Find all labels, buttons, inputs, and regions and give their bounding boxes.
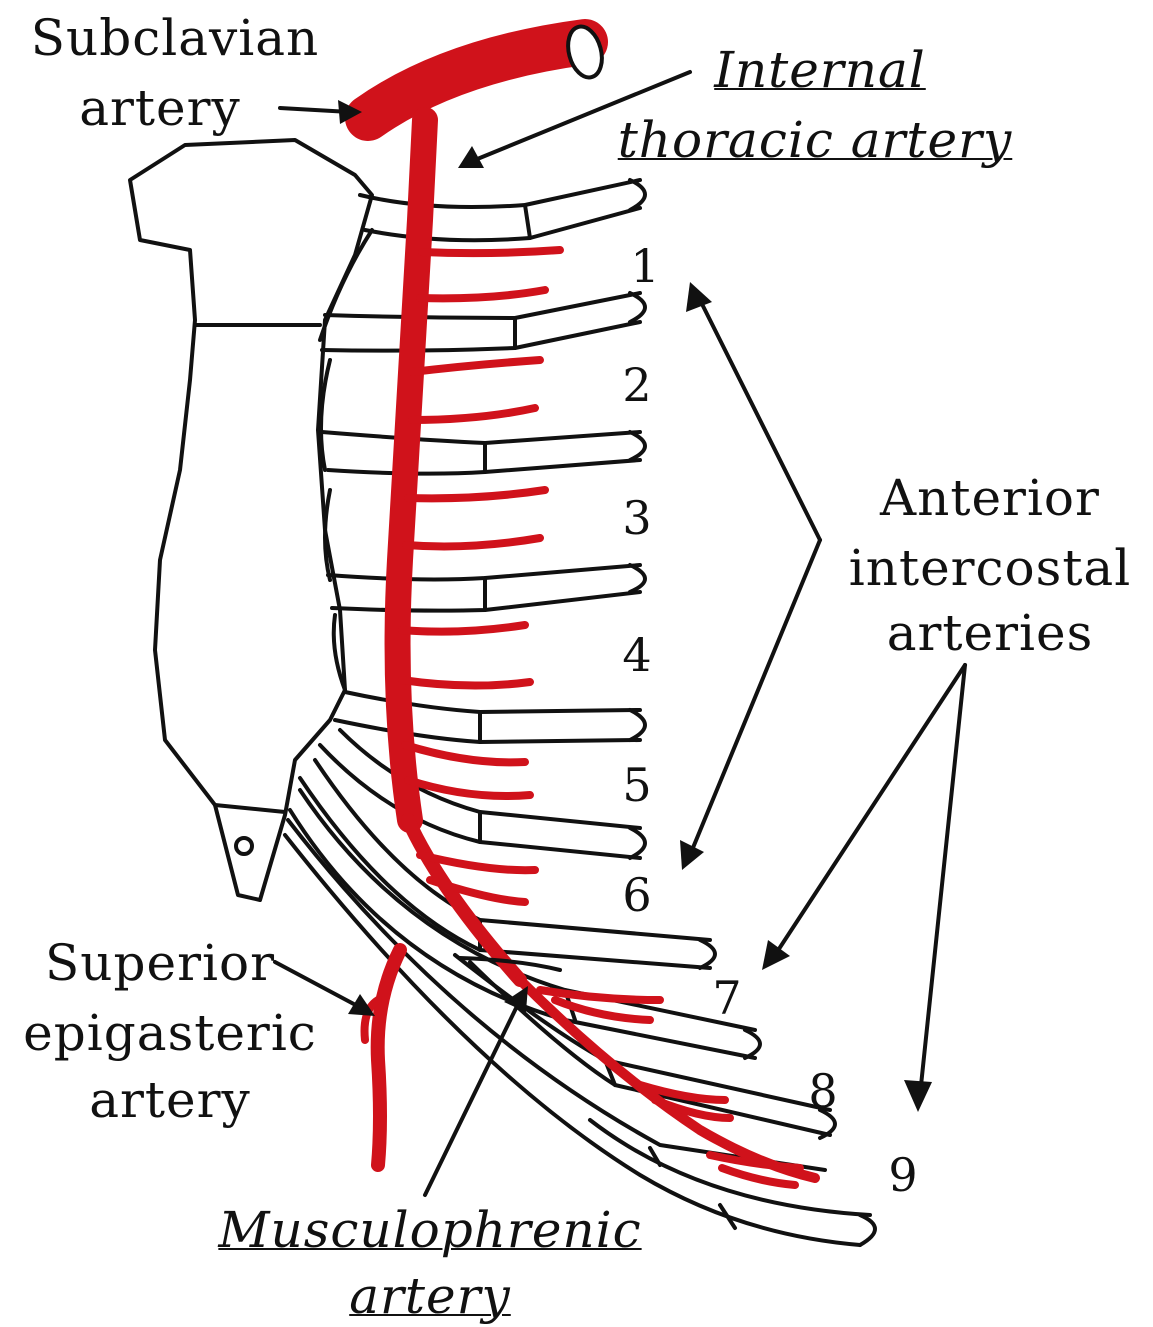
sternum [130, 140, 372, 900]
arrow-anterior-9 [920, 665, 965, 1095]
rib-1 [360, 180, 645, 240]
label-internal-line1: Internal [600, 42, 1040, 98]
label-anterior-line2: intercostal [830, 540, 1150, 596]
label-subclavian-line2: artery [30, 80, 290, 136]
arrow-anterior-bottom [690, 540, 820, 855]
subclavian-artery [368, 42, 585, 118]
intercostal-number-2: 2 [612, 362, 662, 408]
label-musculophrenic-line2: artery [320, 1268, 540, 1324]
intercostal-number-4: 4 [612, 632, 662, 678]
lateral-chest-wall [320, 230, 372, 690]
intercostal-number-6: 6 [612, 872, 662, 918]
xiphoid [215, 805, 285, 812]
intercostal-number-8: 8 [798, 1068, 848, 1114]
label-superior-line2: epigasteric [5, 1005, 335, 1061]
label-anterior-line3: arteries [830, 605, 1150, 661]
intercostal-number-9: 9 [878, 1152, 928, 1198]
intercostal-number-3: 3 [612, 495, 662, 541]
intercostal-number-5: 5 [612, 762, 662, 808]
rib-2 [322, 293, 645, 351]
arrow-anterior-7 [775, 665, 965, 955]
label-superior-line3: artery [20, 1072, 320, 1128]
intercostal-number-7: 7 [702, 975, 752, 1021]
label-musculophrenic-line1: Musculophrenic [180, 1202, 680, 1258]
xiphoid-mark [236, 838, 252, 854]
label-anterior-line1: Anterior [830, 470, 1150, 526]
label-internal-line2: thoracic artery [600, 112, 1030, 168]
rib-3 [322, 432, 645, 474]
label-subclavian-line1: Subclavian [10, 10, 340, 66]
arrow-anterior-top [700, 300, 820, 540]
arrow-musculophrenic [425, 1000, 520, 1195]
superior-epigastric-artery [378, 950, 400, 1165]
internal-thoracic-artery [398, 120, 425, 820]
rib-5 [335, 692, 645, 742]
label-superior-line1: Superior [20, 935, 300, 991]
intercostal-number-1: 1 [620, 243, 670, 289]
rib-4 [328, 565, 645, 611]
anterior-intercostal-branches [402, 250, 800, 1185]
